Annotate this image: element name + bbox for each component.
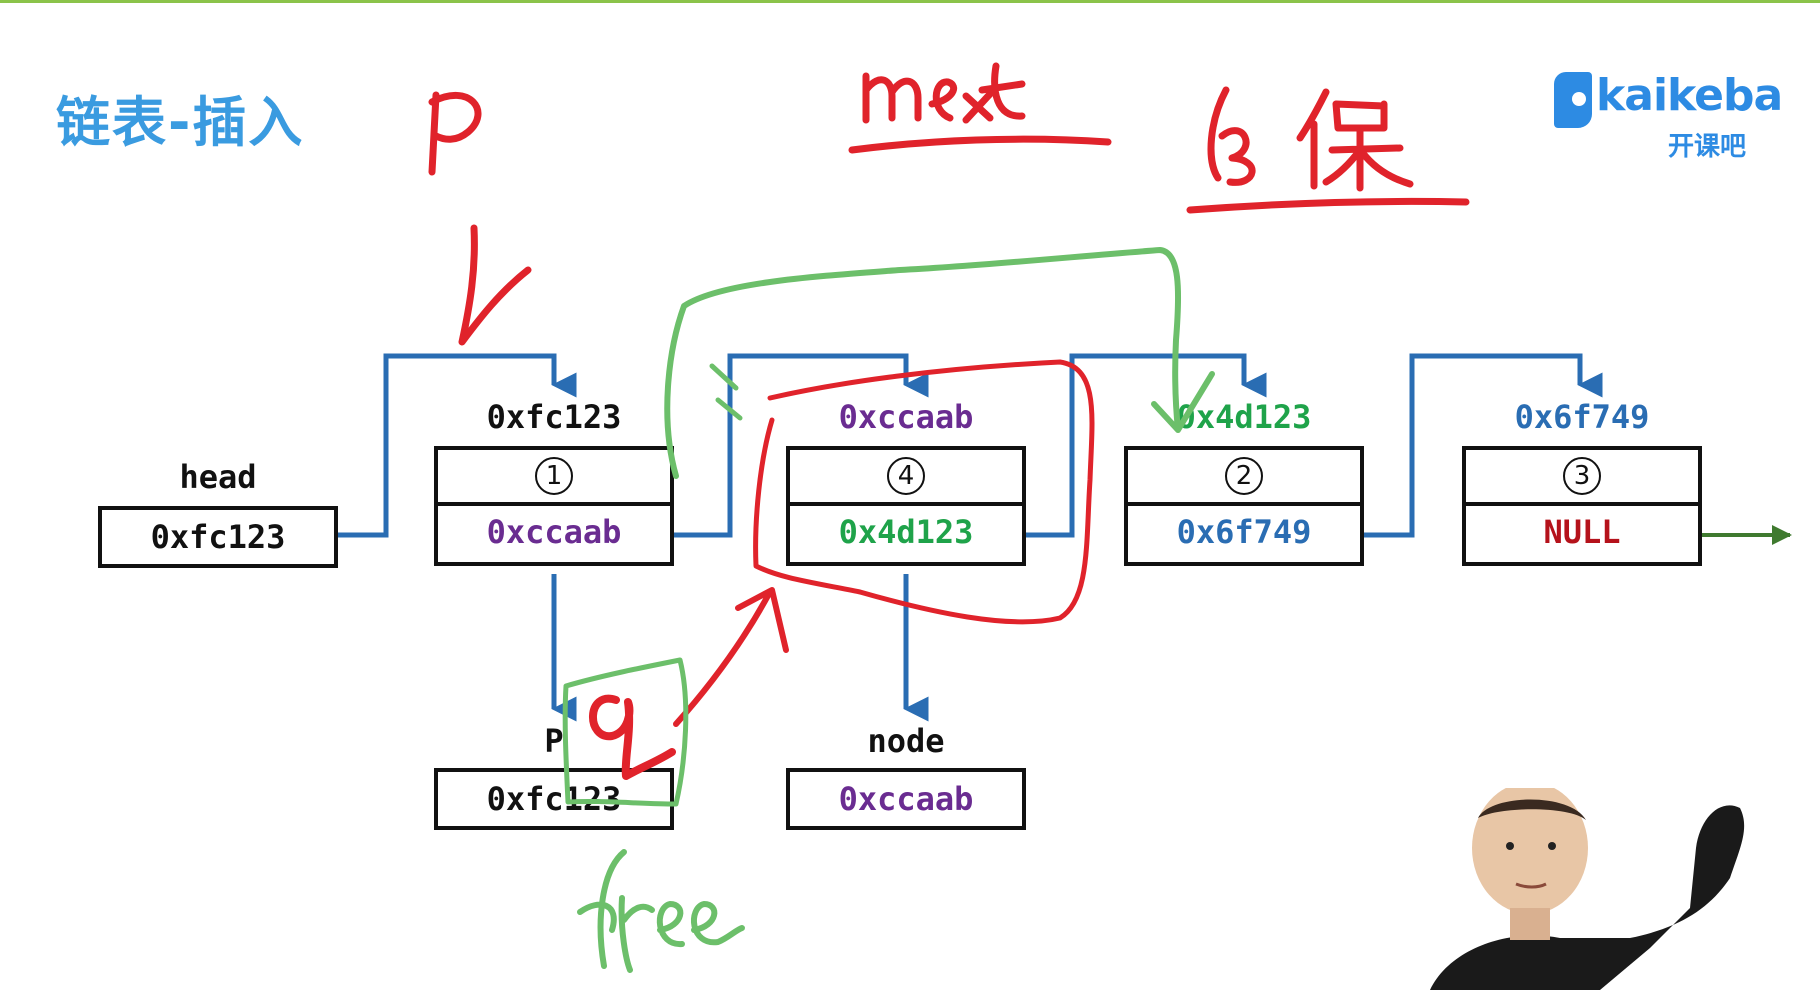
- arrow-n1-to-n4: [672, 353, 929, 538]
- n1-data: 1: [535, 457, 573, 495]
- arrow-n2-to-n3: [1362, 353, 1603, 538]
- annotation-q-box: [562, 657, 689, 807]
- p-value: 0xfc123: [486, 780, 622, 818]
- annotation-node-circle: [753, 359, 1095, 625]
- n2-next: 0x6f749: [1176, 513, 1312, 551]
- arrow-head-to-n1: [338, 353, 577, 538]
- n3-data-cell: 3: [1466, 450, 1698, 506]
- annotation-q-mark: [589, 694, 676, 780]
- n4-address: 0xccaab: [838, 398, 974, 436]
- logo-brand-cn: 开课吧: [1668, 132, 1747, 162]
- p-box: 0xfc123: [434, 768, 674, 830]
- annotation-order-mark: [1186, 86, 1470, 214]
- presenter-video-thumbnail: [1400, 788, 1760, 990]
- n4-data: 4: [887, 457, 925, 495]
- n2-box: 2 0x6f749: [1124, 446, 1364, 566]
- annotation-next-mark: [848, 62, 1112, 154]
- head-box: 0xfc123: [98, 506, 338, 568]
- n2-data: 2: [1225, 457, 1263, 495]
- head-label: head: [179, 458, 257, 496]
- n3-address: 0x6f749: [1514, 398, 1650, 436]
- annotation-green-link: [664, 247, 1215, 479]
- n1-next: 0xccaab: [486, 513, 622, 551]
- n3-next: NULL: [1543, 513, 1621, 551]
- annotation-free-mark: [577, 849, 745, 973]
- n4-box: 4 0x4d123: [786, 446, 1026, 566]
- kaikeba-logo: kaikeba 开课吧: [1552, 66, 1783, 166]
- annotation-green-break: [709, 363, 743, 421]
- annotation-p-mark: [428, 91, 482, 176]
- annotation-down-arrow: [458, 224, 532, 346]
- logo-brand: kaikeba: [1596, 70, 1783, 121]
- node-label: node: [867, 722, 945, 760]
- n1-data-cell: 1: [438, 450, 670, 506]
- n1-box: 1 0xccaab: [434, 446, 674, 566]
- slide-title: 链表-插入: [56, 91, 305, 154]
- logo-mark-icon: [1554, 72, 1592, 128]
- top-accent-line: [0, 0, 1820, 3]
- n2-data-cell: 2: [1128, 450, 1360, 506]
- n1-address: 0xfc123: [486, 398, 622, 436]
- n2-address: 0x4d123: [1176, 398, 1312, 436]
- n3-box: 3 NULL: [1462, 446, 1702, 566]
- head-value: 0xfc123: [150, 518, 286, 556]
- presenter-image: [1430, 788, 1745, 990]
- node-box: 0xccaab: [786, 768, 1026, 830]
- node-value: 0xccaab: [838, 780, 974, 818]
- arrow-n4-to-n2: [1024, 353, 1267, 538]
- annotation-q-arrow: [673, 587, 789, 727]
- n4-data-cell: 4: [790, 450, 1022, 506]
- n3-data: 3: [1563, 457, 1601, 495]
- p-label: P: [544, 722, 564, 760]
- n4-next: 0x4d123: [838, 513, 974, 551]
